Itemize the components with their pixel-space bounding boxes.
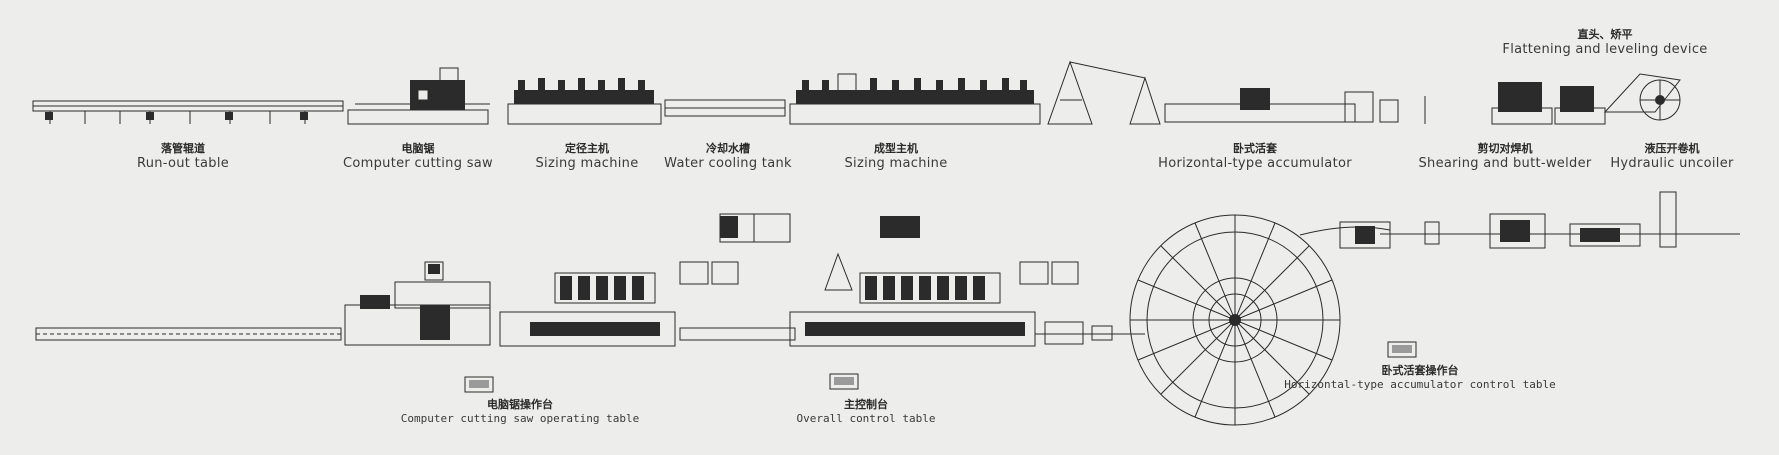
label-sizing2-zh: 成型主机 bbox=[874, 142, 918, 155]
label-accumulator: 卧式活套 Horizontal-type accumulator bbox=[1158, 140, 1352, 171]
label-saw-table-en: Computer cutting saw operating table bbox=[400, 412, 640, 425]
label-sizing-machine-1: 定径主机 Sizing machine bbox=[536, 140, 639, 171]
label-accum-table-en: Horizontal-type accumulator control tabl… bbox=[1284, 378, 1556, 391]
accumulator-drawing bbox=[1047, 60, 1399, 125]
label-accum-table-zh: 卧式活套操作台 bbox=[1381, 364, 1459, 377]
cutting-saw-drawing bbox=[347, 67, 490, 125]
label-accum-zh: 卧式活套 bbox=[1233, 142, 1277, 155]
electrical-cabinets bbox=[720, 216, 738, 238]
label-main-table-en: Overall control table bbox=[796, 412, 936, 425]
label-flattener-en: Flattening and leveling device bbox=[1502, 42, 1708, 57]
sizing-machine-2-plan bbox=[719, 213, 1079, 347]
label-sizing-machine-2: 成型主机 Sizing machine bbox=[845, 140, 948, 171]
label-shear-en: Shearing and butt-welder bbox=[1418, 156, 1592, 171]
label-saw-operating-table: 电脑锯操作台 Computer cutting saw operating ta… bbox=[401, 396, 639, 425]
feed-line-plan bbox=[1339, 191, 1740, 249]
label-cooling-tank: 冷却水槽 Water cooling tank bbox=[664, 140, 792, 171]
label-cutting-saw: 电脑锯 Computer cutting saw bbox=[343, 140, 493, 171]
label-shear-zh: 剪切对焊机 bbox=[1477, 142, 1533, 155]
accumulator-plan bbox=[1129, 214, 1391, 426]
label-uncoiler-zh: 液压开卷机 bbox=[1644, 142, 1700, 155]
runout-table-drawing bbox=[32, 100, 344, 124]
control-tables bbox=[464, 341, 1417, 393]
label-saw-en: Computer cutting saw bbox=[343, 156, 493, 171]
label-main-table-zh: 主控制台 bbox=[843, 398, 888, 411]
label-runout-en: Run-out table bbox=[136, 156, 230, 171]
shear-welder-drawing bbox=[1424, 82, 1553, 125]
sizing-machine-1-plan bbox=[499, 261, 739, 347]
label-sizing1-en: Sizing machine bbox=[535, 156, 639, 171]
label-cooling-en: Water cooling tank bbox=[664, 156, 792, 171]
label-saw-table-zh: 电脑锯操作台 bbox=[486, 398, 553, 411]
label-uncoiler: 液压开卷机 Hydraulic uncoiler bbox=[1610, 140, 1733, 171]
guide-rollers-plan bbox=[1035, 321, 1145, 345]
label-saw-zh: 电脑锯 bbox=[401, 142, 435, 155]
label-sizing1-zh: 定径主机 bbox=[565, 142, 609, 155]
label-flattener-zh: 直头、矫平 bbox=[1577, 28, 1633, 41]
cutting-saw-plan bbox=[344, 261, 491, 346]
cooling-tank-drawing bbox=[664, 99, 786, 117]
label-shear-welder: 剪切对焊机 Shearing and butt-welder bbox=[1418, 140, 1591, 171]
label-runout-table: 落管辊道 Run-out table bbox=[137, 140, 229, 171]
runout-table-plan bbox=[35, 327, 342, 341]
label-runout-zh: 落管辊道 bbox=[160, 142, 205, 155]
label-accumulator-control-table: 卧式活套操作台 Horizontal-type accumulator cont… bbox=[1284, 362, 1556, 391]
label-overall-control-table: 主控制台 Overall control table bbox=[796, 396, 935, 425]
label-flattener: 直头、矫平 Flattening and leveling device bbox=[1502, 26, 1707, 57]
flattener-drawing bbox=[1554, 86, 1606, 125]
uncoiler-drawing bbox=[1603, 73, 1681, 121]
label-uncoiler-en: Hydraulic uncoiler bbox=[1610, 156, 1734, 171]
label-accum-en: Horizontal-type accumulator bbox=[1158, 156, 1352, 171]
label-sizing2-en: Sizing machine bbox=[844, 156, 948, 171]
sizing-machine-2-drawing bbox=[789, 73, 1041, 125]
cooling-tank-plan bbox=[679, 327, 796, 341]
sizing-machine-1-drawing bbox=[507, 78, 662, 125]
label-cooling-zh: 冷却水槽 bbox=[705, 142, 750, 155]
